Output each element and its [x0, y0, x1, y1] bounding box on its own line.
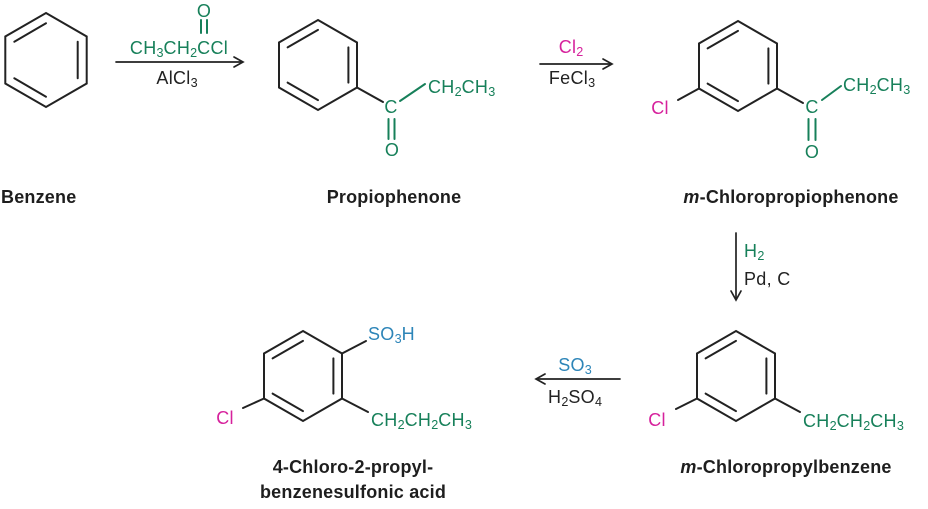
m-chloropropiophenone-structure: [677, 19, 842, 141]
acylation-arrow: [115, 19, 245, 68]
arrowhead-right: [602, 58, 614, 70]
chloro-propyl-benzenesulfonic-acid-label: 4-Chloro-2-propyl- benzenesulfonic acid: [260, 455, 446, 505]
carbonyl-oxygen: O: [384, 140, 400, 160]
hydrogenation-reagent: H2: [744, 241, 765, 264]
hydrogenation-arrow: [730, 232, 742, 302]
arrowhead-down: [730, 290, 742, 302]
benzene-ring-structure: [4, 11, 88, 109]
acylation-reagent-formula: CH3CH2CCl: [129, 38, 229, 61]
chlorination-arrow: [539, 58, 614, 70]
chlorination-catalyst: FeCl3: [548, 68, 596, 91]
propiophenone-label: Propiophenone: [326, 187, 462, 207]
carbonyl-carbon: C: [805, 97, 819, 117]
meta-prefix: m: [680, 457, 697, 477]
propiophenone-structure: [278, 18, 426, 140]
arrowhead-right: [233, 56, 245, 68]
chloro-substituent: Cl: [648, 410, 666, 430]
chloro-propyl-benzenesulfonic-acid-structure: [242, 329, 369, 423]
sulfonation-reagent: SO3: [558, 355, 592, 378]
m-chloropropiophenone-label: m-Chloropropiophenone: [683, 188, 898, 206]
hydrogenation-catalyst: Pd, C: [744, 269, 791, 289]
propyl-group: CH2CH2CH3: [803, 411, 904, 434]
chloro-substituent: Cl: [651, 98, 669, 118]
arrowhead-left: [534, 373, 546, 385]
label-text: -Chloropropiophenone: [699, 187, 899, 207]
chlorination-reagent: Cl2: [558, 37, 584, 60]
m-chloropropylbenzene-label: m-Chloropropylbenzene: [680, 458, 891, 476]
sulfonation-arrow: [534, 373, 621, 385]
carbonyl-carbon: C: [384, 97, 398, 117]
label-line-2: benzenesulfonic acid: [259, 482, 447, 502]
chloro-substituent: Cl: [216, 408, 234, 428]
label-line-1: 4-Chloro-2-propyl-: [272, 457, 434, 477]
carbonyl-oxygen: O: [804, 142, 820, 162]
propyl-group: CH2CH2CH3: [371, 410, 472, 433]
acylation-catalyst: AlCl3: [156, 68, 198, 91]
ethyl-group: CH2CH3: [843, 75, 911, 98]
ethyl-group: CH2CH3: [428, 77, 496, 100]
benzene-label: Benzene: [1, 187, 77, 207]
sulfonic-acid-group: SO3H: [368, 324, 415, 347]
sulfonation-catalyst: H2SO4: [548, 387, 602, 410]
acyl-chloride-oxygen: O: [196, 1, 212, 21]
m-chloropropylbenzene-structure: [675, 329, 801, 423]
meta-prefix: m: [683, 187, 700, 207]
label-text: -Chloropropylbenzene: [696, 457, 892, 477]
